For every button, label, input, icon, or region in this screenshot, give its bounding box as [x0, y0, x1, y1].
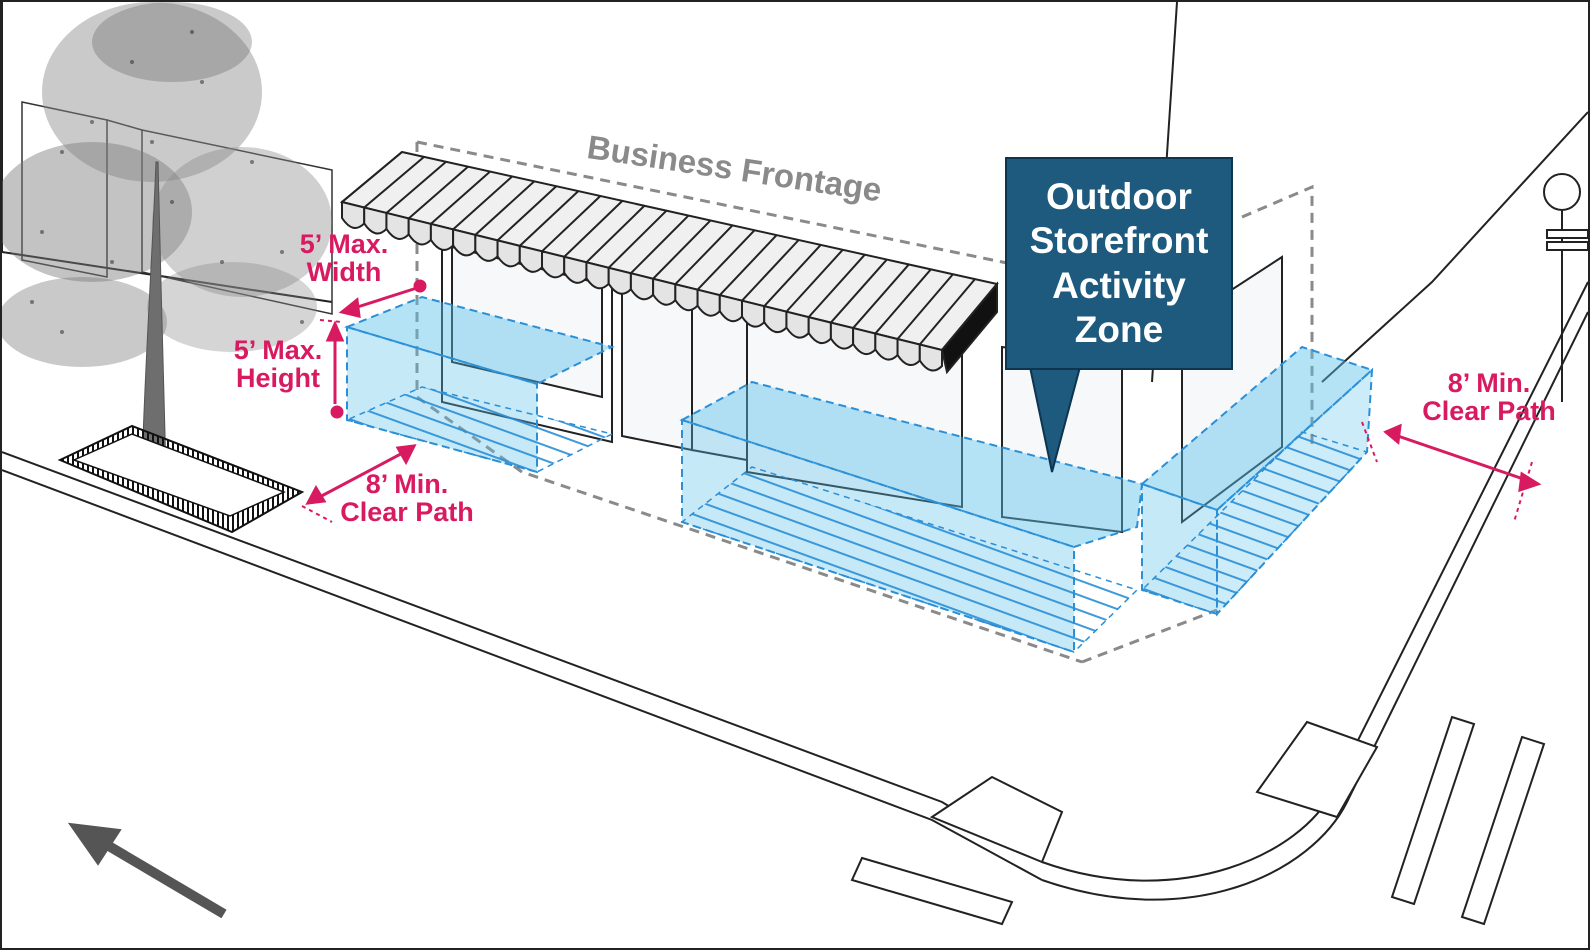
awning-rib	[341, 151, 403, 203]
max-width-label: 5’ Max. Width	[284, 230, 404, 287]
dimension-markers	[301, 279, 1542, 523]
awning-rib	[496, 185, 557, 242]
awning-rib	[363, 156, 425, 209]
awning-rib	[519, 190, 579, 247]
awning-scallop	[429, 222, 455, 251]
outdoor-storefront-activity-zone-callout: Outdoor Storefront Activity Zone	[1005, 157, 1233, 370]
awning-rib	[630, 214, 690, 274]
awning-rib	[430, 170, 491, 225]
awning-rib	[652, 219, 712, 280]
awning-scallop	[407, 217, 432, 246]
awning-scallop	[341, 200, 366, 229]
awning-rib	[541, 195, 602, 253]
callout-line-3: Activity	[1052, 264, 1186, 306]
awning-rib	[563, 200, 624, 258]
max-height-line-2: Height	[236, 363, 320, 394]
clear-path-left-label: 8’ Min. Clear Path	[332, 470, 482, 527]
clear-path-right-label: 8’ Min. Clear Path	[1414, 369, 1564, 426]
max-height-label: 5’ Max. Height	[216, 336, 340, 393]
glass-screens	[21, 101, 333, 315]
max-height-line-1: 5’ Max.	[233, 335, 323, 365]
awning-scallop	[918, 343, 943, 372]
awning-rib	[785, 249, 844, 313]
awning-rib	[941, 283, 998, 351]
activity-zone-center	[679, 380, 1144, 654]
callout-line-1: Outdoor	[1046, 175, 1192, 217]
clear-path-right-line-2: Clear Path	[1422, 396, 1556, 427]
awning-rib	[585, 205, 646, 264]
awning-rib	[385, 161, 447, 214]
awning-rib	[696, 229, 756, 291]
awning-rib	[807, 253, 866, 318]
street-sign	[1543, 173, 1588, 402]
clear-path-left-line-1: 8’ Min.	[365, 469, 449, 499]
awning-rib	[830, 258, 888, 324]
awning-rib	[607, 209, 668, 269]
max-width-line-2: Width	[306, 257, 382, 288]
activity-zone-left	[343, 295, 615, 474]
awning-rib	[763, 244, 822, 307]
callout-text: Outdoor Storefront Activity Zone	[1030, 175, 1209, 353]
crosswalk	[850, 715, 1546, 926]
awning-rib	[452, 175, 513, 231]
max-width-line-1: 5’ Max.	[299, 229, 389, 259]
tree-planter	[57, 424, 305, 534]
awning-rib	[741, 239, 800, 302]
clear-path-left-line-2: Clear Path	[340, 497, 474, 528]
awning-rib	[474, 180, 535, 236]
activity-zone-right	[1140, 345, 1374, 617]
awning-rib	[852, 263, 910, 329]
awning-rib	[408, 165, 469, 220]
clear-path-right-line-1: 8’ Min.	[1447, 368, 1531, 398]
awning-rib	[874, 268, 932, 335]
callout-line-4: Zone	[1074, 308, 1164, 350]
awning-rib	[674, 224, 734, 285]
direction-arrow	[67, 822, 227, 919]
awning	[339, 150, 999, 375]
awning-rib	[719, 234, 778, 296]
callout-line-2: Storefront	[1029, 220, 1209, 262]
tree-canopy	[2, 2, 332, 367]
awning-rib	[919, 278, 976, 346]
awning-rib	[896, 273, 954, 340]
